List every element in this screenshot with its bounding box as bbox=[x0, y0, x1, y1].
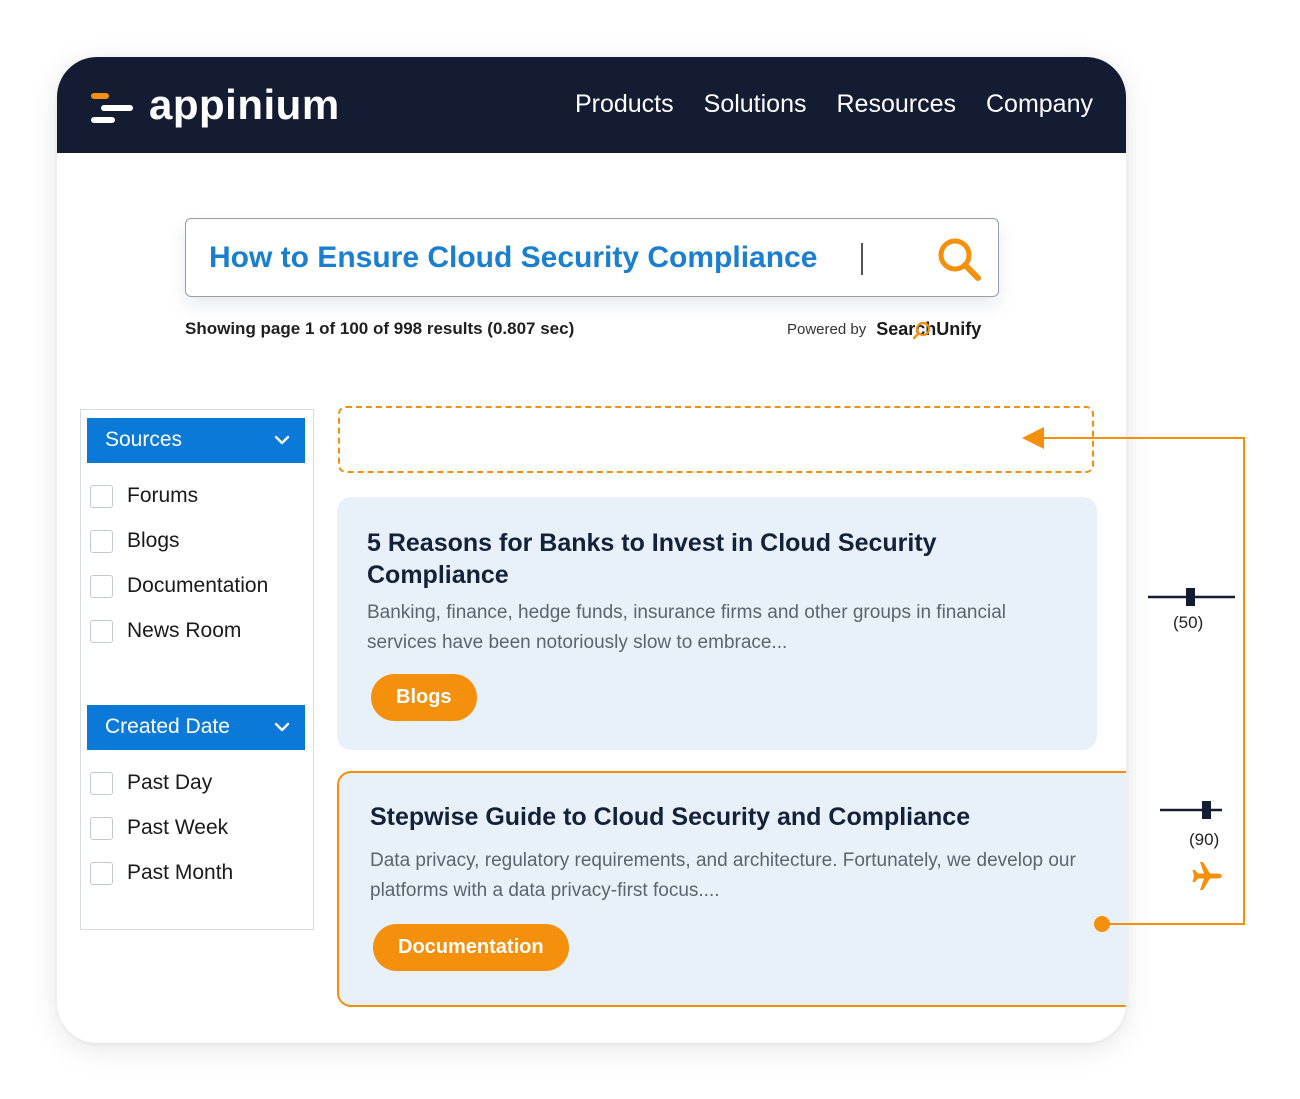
nav-item-company[interactable]: Company bbox=[986, 90, 1093, 118]
search-input[interactable]: How to Ensure Cloud Security Compliance bbox=[185, 218, 999, 297]
appinium-logo-icon bbox=[91, 93, 133, 123]
weight-label-result-2: (90) bbox=[1189, 830, 1220, 849]
facet-header-created-date[interactable]: Created Date bbox=[87, 705, 305, 750]
filter-option-documentation[interactable]: Documentation bbox=[90, 572, 268, 600]
weight-label-result-1: (50) bbox=[1173, 613, 1204, 632]
checkbox[interactable] bbox=[90, 861, 113, 885]
checkbox[interactable] bbox=[90, 529, 113, 553]
weight-slider-icon bbox=[1160, 801, 1222, 819]
searchunify-magnifier-icon bbox=[913, 321, 931, 340]
filter-option-blogs[interactable]: Blogs bbox=[90, 527, 180, 555]
search-query-text[interactable]: How to Ensure Cloud Security Compliance bbox=[209, 241, 818, 274]
checkbox[interactable] bbox=[90, 816, 113, 840]
powered-by: Powered by SearchUnify bbox=[787, 319, 981, 340]
chevron-down-icon bbox=[274, 722, 290, 732]
source-tag-button[interactable]: Documentation bbox=[373, 924, 569, 971]
browser-card: appinium Products Solutions Resources Co… bbox=[57, 57, 1126, 1043]
powered-by-label: Powered by bbox=[787, 321, 867, 338]
facet-title-created-date: Created Date bbox=[105, 715, 230, 738]
searchunify-logo: SearchUnify bbox=[876, 319, 981, 340]
filter-option-label: Forums bbox=[127, 484, 199, 507]
filter-option-label: Blogs bbox=[127, 529, 180, 552]
result-card-highlighted[interactable]: Stepwise Guide to Cloud Security and Com… bbox=[337, 771, 1126, 1007]
result-snippet: Banking, finance, hedge funds, insurance… bbox=[367, 602, 1007, 653]
filter-sidebar: Sources Forums Blogs Documentation News … bbox=[80, 409, 314, 930]
filter-option-label: Past Month bbox=[127, 861, 234, 884]
checkbox[interactable] bbox=[90, 771, 113, 795]
airplane-icon bbox=[1192, 862, 1222, 890]
text-caret bbox=[861, 243, 863, 275]
result-card[interactable]: 5 Reasons for Banks to Invest in Cloud S… bbox=[337, 497, 1097, 750]
filter-option-label: Documentation bbox=[127, 574, 269, 597]
checkbox[interactable] bbox=[90, 574, 113, 598]
nav-item-solutions[interactable]: Solutions bbox=[703, 90, 807, 118]
filter-option-past-day[interactable]: Past Day bbox=[90, 769, 212, 797]
checkbox[interactable] bbox=[90, 484, 113, 508]
filter-option-past-week[interactable]: Past Week bbox=[90, 814, 228, 842]
result-drop-slot bbox=[338, 406, 1094, 473]
result-title[interactable]: Stepwise Guide to Cloud Security and Com… bbox=[370, 803, 971, 831]
top-navbar: appinium Products Solutions Resources Co… bbox=[57, 57, 1126, 153]
checkbox[interactable] bbox=[90, 619, 113, 643]
facet-header-sources[interactable]: Sources bbox=[87, 418, 305, 463]
brand-name: appinium bbox=[149, 81, 340, 128]
results-count: Showing page 1 of 100 of 998 results (0.… bbox=[185, 319, 575, 338]
filter-option-past-month[interactable]: Past Month bbox=[90, 859, 233, 887]
filter-option-news-room[interactable]: News Room bbox=[90, 617, 241, 645]
facet-title-sources: Sources bbox=[105, 428, 183, 451]
source-tag-button[interactable]: Blogs bbox=[371, 674, 477, 721]
nav-item-products[interactable]: Products bbox=[574, 90, 674, 118]
search-icon[interactable] bbox=[936, 236, 982, 282]
chevron-down-icon bbox=[274, 435, 290, 445]
filter-option-label: News Room bbox=[127, 619, 242, 642]
nav-item-resources[interactable]: Resources bbox=[836, 90, 957, 118]
result-title[interactable]: 5 Reasons for Banks to Invest in Cloud S… bbox=[367, 529, 937, 589]
filter-option-forums[interactable]: Forums bbox=[90, 482, 198, 510]
main-nav: Products Solutions Resources Company bbox=[575, 90, 1093, 119]
filter-option-label: Past Week bbox=[127, 816, 229, 839]
weight-slider-icon bbox=[1148, 588, 1235, 606]
result-snippet: Data privacy, regulatory requirements, a… bbox=[370, 850, 1076, 901]
filter-option-label: Past Day bbox=[127, 771, 213, 794]
